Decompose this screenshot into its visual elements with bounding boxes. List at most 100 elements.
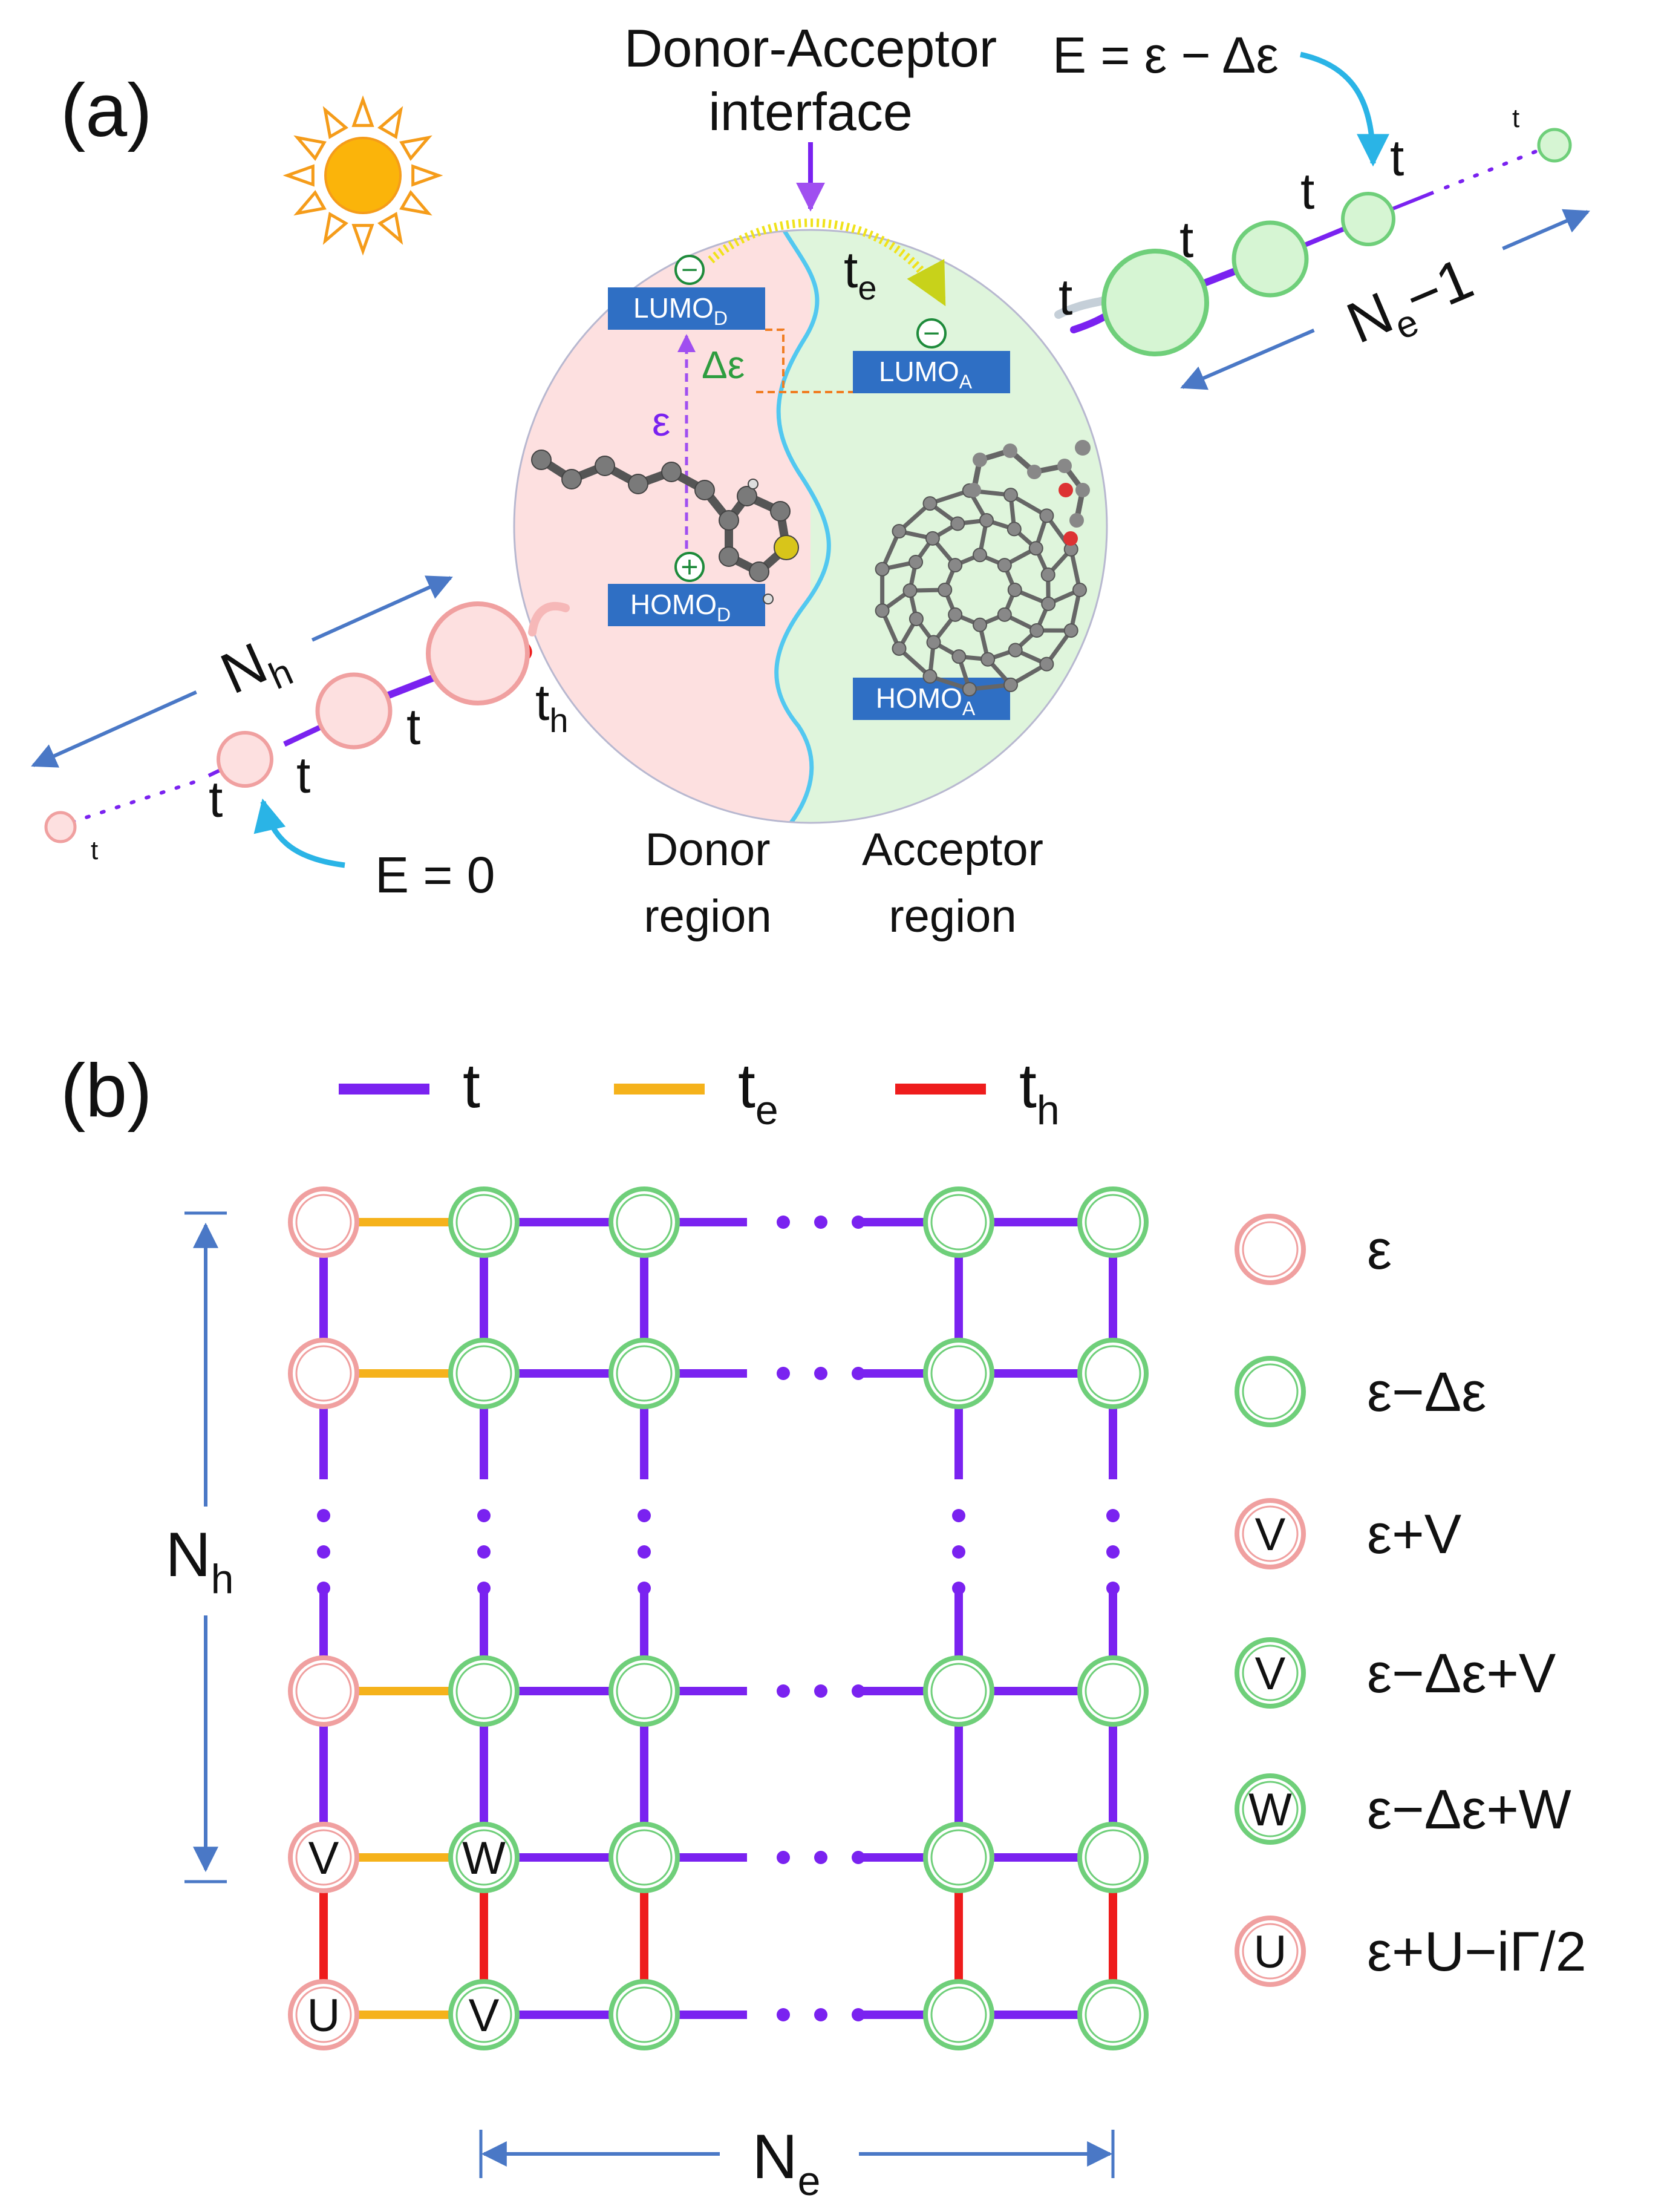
atom <box>948 558 963 573</box>
atom <box>1007 583 1022 597</box>
ellipsis-dot <box>814 1367 827 1380</box>
t-label-e3: t <box>1300 163 1314 220</box>
atom <box>997 607 1012 622</box>
acceptor-site <box>923 1338 994 1409</box>
site-mark: U <box>307 1990 341 2041</box>
atom <box>892 524 907 539</box>
sun-ray <box>351 95 374 127</box>
ellipsis-dot <box>638 1545 651 1559</box>
legend-site-inner <box>1242 1221 1299 1278</box>
site-inner-ring <box>930 1194 987 1251</box>
legend-site <box>1235 1214 1306 1285</box>
th-label: th <box>535 674 569 739</box>
atom <box>748 479 758 489</box>
legend-site-mark: V <box>1255 1648 1286 1700</box>
atom <box>909 611 924 626</box>
sun-ray <box>282 164 315 187</box>
acceptor-site <box>923 1979 994 2050</box>
legend-site-inner <box>1242 1505 1299 1562</box>
atom <box>1039 656 1054 672</box>
site-inner-ring <box>616 1829 673 1886</box>
atom <box>1063 623 1078 638</box>
acceptor-site <box>608 1822 680 1893</box>
site-inner-ring <box>455 1194 512 1251</box>
sun-ray <box>293 189 327 216</box>
atom <box>694 480 715 500</box>
atom <box>980 652 996 667</box>
acceptor-site <box>608 1338 680 1409</box>
svg-text:LUMOA: LUMOA <box>879 356 973 393</box>
donor-atoms <box>531 450 799 604</box>
donor-site <box>288 1186 359 1258</box>
atom <box>922 669 938 684</box>
circle-outline <box>513 229 1108 824</box>
delta-eps-bracket <box>756 329 853 393</box>
ellipsis-dot <box>952 1582 965 1595</box>
atom <box>962 682 977 697</box>
atom <box>922 496 938 511</box>
site-inner-ring <box>1085 1345 1141 1402</box>
electron-minus-d-sign: − <box>681 254 698 286</box>
ellipsis-dot <box>814 1684 827 1698</box>
atom <box>1059 483 1073 497</box>
ellipsis-dot <box>952 1545 965 1559</box>
atom <box>875 603 890 618</box>
panel-a-label: (a) <box>60 69 152 152</box>
site-inner-ring <box>1085 1194 1141 1251</box>
atom <box>1003 488 1018 503</box>
donor-region-line1: Donor <box>645 824 771 875</box>
electron-minus-a <box>916 318 947 348</box>
ellipsis-dot <box>814 1851 827 1864</box>
legend-site-mark: U <box>1254 1926 1287 1978</box>
legend-site-label: ε−Δε <box>1367 1361 1486 1423</box>
atom <box>1039 508 1054 523</box>
energy-bottom-label: E = 0 <box>375 846 495 903</box>
atom <box>973 548 987 563</box>
atom <box>628 474 648 494</box>
sun-ray <box>322 106 349 139</box>
atom <box>967 483 981 497</box>
legend-site-inner <box>1242 1644 1299 1701</box>
ellipsis-dot <box>777 1367 790 1380</box>
site-inner-ring <box>616 1663 673 1720</box>
ellipsis-dot <box>317 1509 330 1522</box>
atom <box>763 594 774 604</box>
acceptor-region-line1: Acceptor <box>862 824 1043 875</box>
site-inner-ring <box>1085 1663 1141 1720</box>
atom <box>1028 541 1043 556</box>
lattice-bonds <box>317 1216 1120 2021</box>
sun-icon <box>282 95 443 256</box>
sun-ray <box>399 189 432 216</box>
site-inner-ring <box>295 1345 352 1402</box>
ellipsis-dot <box>317 1582 330 1595</box>
te-label: te <box>844 241 877 307</box>
atom <box>561 469 582 489</box>
eps-label: ε <box>652 399 670 445</box>
atom <box>595 456 615 476</box>
acceptor-site <box>448 1822 520 1893</box>
site-inner-ring <box>616 1345 673 1402</box>
site-inner-ring <box>930 1345 987 1402</box>
ellipsis-dot <box>1106 1509 1120 1522</box>
ellipsis-dot <box>477 1582 491 1595</box>
ellipsis-dot <box>852 1851 865 1864</box>
legend-site <box>1235 1637 1306 1709</box>
site-inner-ring <box>1085 1986 1141 2043</box>
site-inner-ring <box>930 1829 987 1886</box>
ellipsis-dot <box>852 2008 865 2021</box>
acceptor-site <box>448 1186 520 1258</box>
energy-top-label: E = ε − Δε <box>1052 27 1279 83</box>
homo-a-box: HOMOA <box>853 678 1010 720</box>
atom <box>1003 443 1017 458</box>
t-label-e2: t <box>1179 211 1193 268</box>
atom <box>902 583 918 598</box>
legend-site-label: ε−Δε+W <box>1367 1779 1571 1841</box>
fullerene-molecule-icon <box>875 440 1091 697</box>
atom <box>909 555 924 570</box>
donor-site <box>288 1655 359 1727</box>
acceptor-site <box>1077 1822 1149 1893</box>
